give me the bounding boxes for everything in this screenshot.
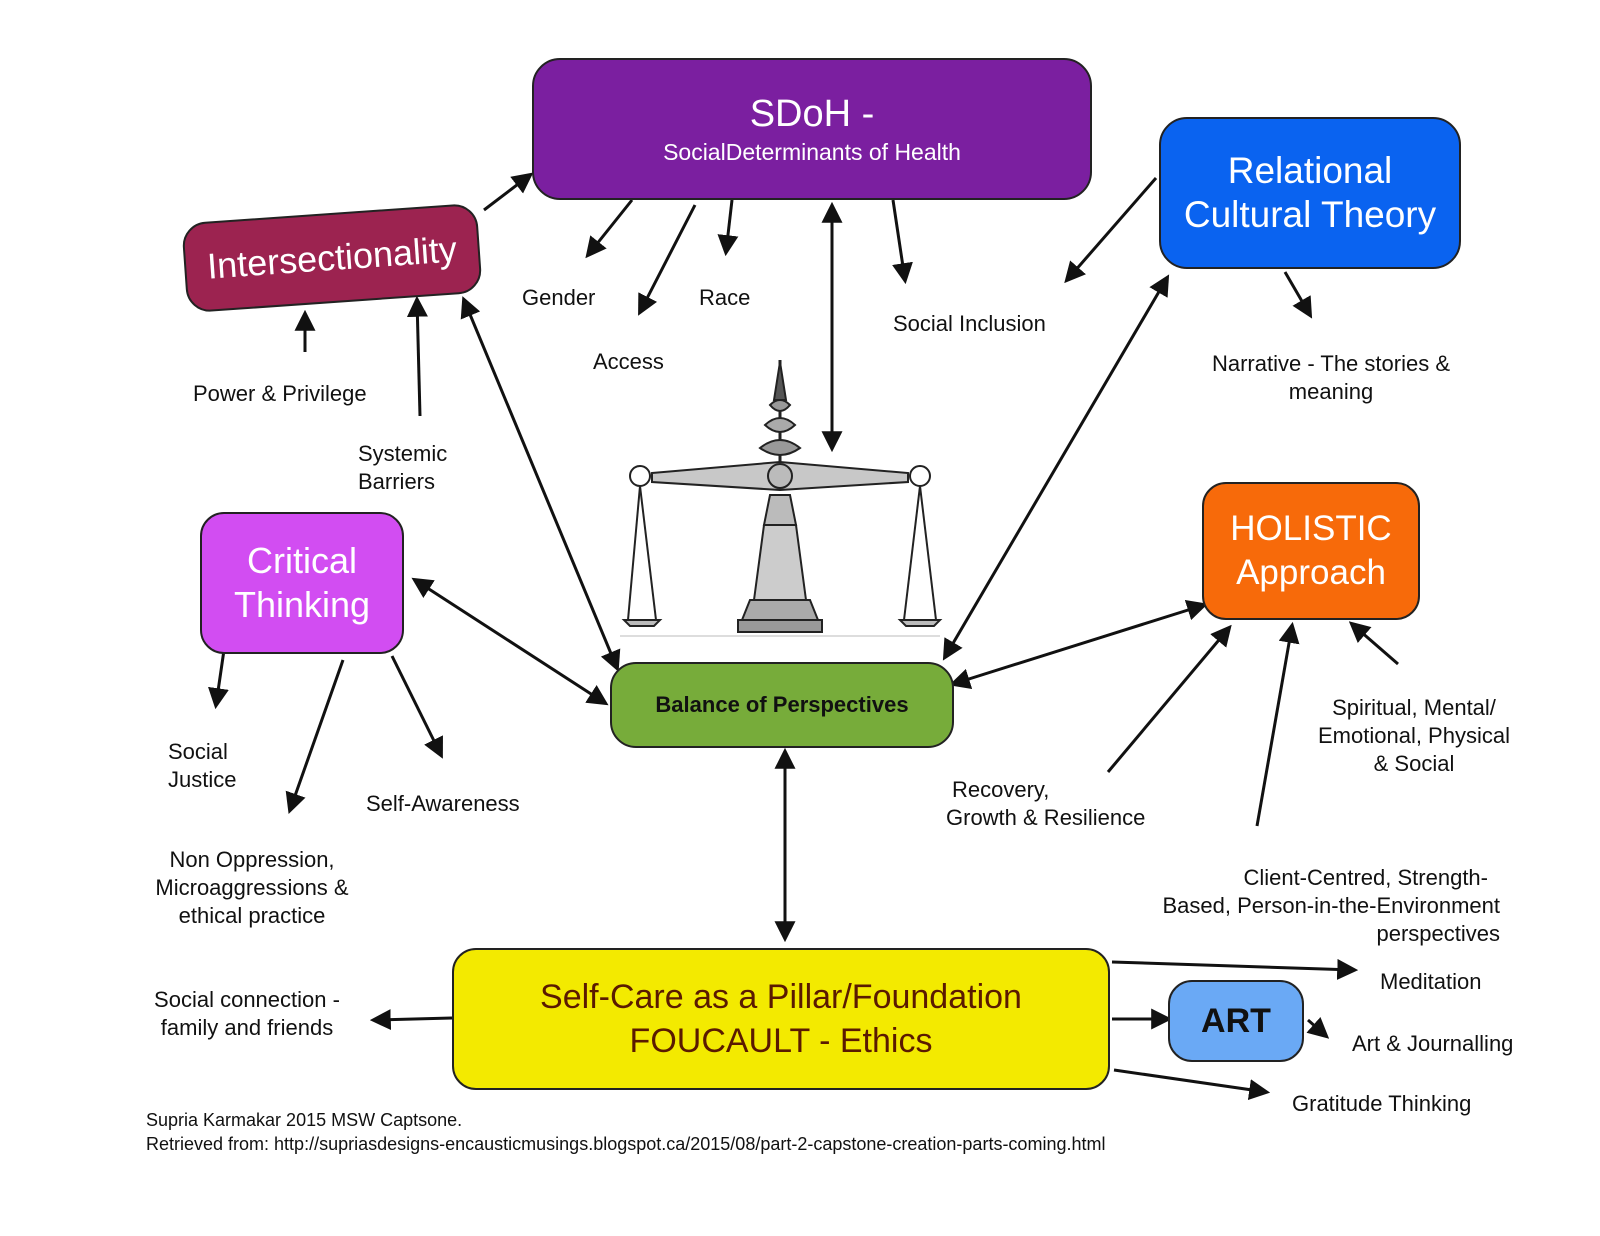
arrow-client-holistic	[1255, 621, 1300, 827]
arrow-selfcare-meditation	[1111, 958, 1359, 980]
relational-line2: Cultural Theory	[1183, 194, 1437, 235]
sdoh-subtitle: SocialDeterminants of Health	[663, 139, 961, 165]
arrow-relational-narrative	[1283, 271, 1313, 319]
label-systemic-barriers: Systemic Barriers	[358, 441, 448, 494]
arrow-critical-social-justice	[208, 649, 229, 710]
sdoh-box: SDoH - SocialDeterminants of Health	[532, 58, 1092, 200]
arrow-relational-social-inclusion	[1064, 177, 1158, 284]
label-social-justice: Social Justice	[168, 739, 237, 792]
critical-thinking-box: Critical Thinking	[200, 512, 404, 654]
arrow-sdoh-race	[717, 199, 739, 257]
art-box: ART	[1168, 980, 1304, 1062]
label-social-connection: Social connection - family and friends	[154, 987, 340, 1040]
arrow-recovery-holistic	[1106, 624, 1232, 773]
art-title: ART	[1201, 1001, 1271, 1040]
arrow-critical-balance	[411, 577, 609, 706]
citation-line1: Supria Karmakar 2015 MSW Captsone.	[146, 1110, 463, 1130]
arrow-systemic-intersectionality	[406, 295, 428, 417]
label-race: Race	[699, 285, 751, 310]
holistic-line2: Approach	[1236, 553, 1386, 592]
arrow-critical-non-oppression	[285, 659, 345, 814]
citation-line2: Retrieved from: http://supriasdesigns-en…	[146, 1134, 1106, 1154]
label-social-inclusion: Social Inclusion	[893, 311, 1046, 336]
label-access: Access	[593, 349, 664, 374]
arrow-selfcare-gratitude	[1113, 1068, 1271, 1100]
label-gender: Gender	[522, 285, 596, 310]
label-power-privilege: Power & Privilege	[193, 381, 367, 406]
arrow-holistic-balance	[948, 600, 1209, 689]
arrow-selfcare-social-connection	[369, 1009, 453, 1031]
balance-title: Balance of Perspectives	[655, 692, 909, 717]
arrow-relational-balance	[942, 274, 1170, 661]
label-non-oppression: Non Oppression, Microaggressions & ethic…	[155, 847, 349, 928]
label-spiritual: Spiritual, Mental/ Emotional, Physical &…	[1318, 695, 1510, 776]
arrow-spiritual-holistic	[1348, 621, 1399, 666]
label-client-centred: Client-Centred, Strength- Based, Person-…	[1162, 865, 1501, 946]
balance-scale-icon	[620, 360, 943, 637]
sdoh-title: SDoH -	[749, 93, 875, 135]
selfcare-line1: Self-Care as a Pillar/Foundation	[540, 978, 1022, 1016]
critical-line2: Thinking	[233, 584, 371, 625]
arrow-sdoh-access	[638, 204, 697, 316]
arrow-art-journalling	[1306, 1016, 1330, 1039]
label-gratitude: Gratitude Thinking	[1292, 1091, 1472, 1116]
critical-line1: Critical	[246, 540, 357, 581]
holistic-line1: HOLISTIC	[1230, 509, 1392, 548]
arrow-sdoh-social-inclusion	[891, 199, 913, 285]
label-meditation: Meditation	[1380, 969, 1482, 994]
arrow-critical-self-awareness	[390, 655, 443, 759]
relational-cultural-theory-box: Relational Cultural Theory	[1159, 117, 1461, 269]
relational-line1: Relational	[1227, 150, 1393, 191]
label-narrative: Narrative - The stories & meaning	[1211, 351, 1450, 404]
label-self-awareness: Self-Awareness	[366, 791, 520, 816]
arrow-sdoh-gender	[585, 199, 634, 259]
balance-of-perspectives-box: Balance of Perspectives	[610, 662, 954, 748]
self-care-box: Self-Care as a Pillar/Foundation FOUCAUL…	[452, 948, 1110, 1090]
intersectionality-title: Intersectionality	[205, 228, 459, 287]
citation: Supria Karmakar 2015 MSW Captsone. Retri…	[146, 1108, 1105, 1156]
arrow-intersectionality-sdoh	[483, 172, 534, 212]
holistic-approach-box: HOLISTIC Approach	[1202, 482, 1420, 620]
label-recovery: Recovery, Growth & Resilience	[946, 777, 1146, 830]
selfcare-line2: FOUCAULT - Ethics	[629, 1022, 933, 1060]
label-art-journalling: Art & Journalling	[1352, 1031, 1514, 1056]
